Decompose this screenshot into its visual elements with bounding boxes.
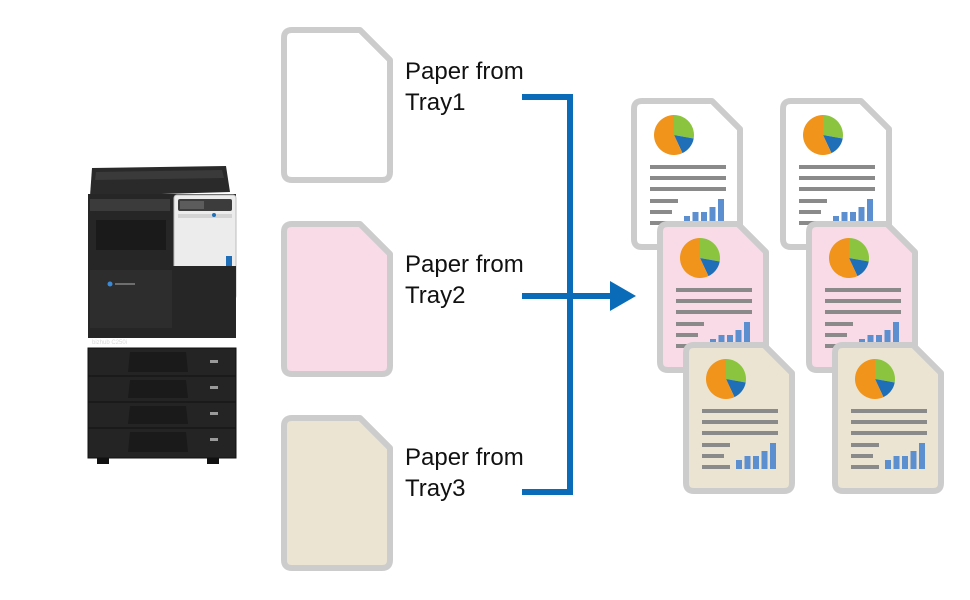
doc-text-line xyxy=(676,310,752,314)
doc-bar-icon xyxy=(761,451,768,469)
doc-text-line xyxy=(702,454,724,458)
output-doc-left-tray1 xyxy=(631,98,743,250)
doc-text-line xyxy=(799,187,875,191)
doc-text-line xyxy=(825,310,901,314)
input-paper-tray3 xyxy=(281,415,393,571)
doc-text-line xyxy=(676,299,752,303)
tray-connector-arrow xyxy=(522,94,636,495)
doc-bar-icon xyxy=(718,335,725,348)
output-doc-left-tray2 xyxy=(657,221,769,373)
input-paper-tray2 xyxy=(281,221,393,377)
doc-bar-icon xyxy=(893,456,900,469)
tray3-label: Paper from Tray3 xyxy=(405,444,524,502)
doc-bar-icon xyxy=(770,443,776,469)
doc-bar-icon xyxy=(735,330,742,348)
doc-text-line xyxy=(799,210,821,214)
doc-bar-icon xyxy=(867,199,873,225)
doc-bar-icon xyxy=(858,207,865,225)
doc-bar-icon xyxy=(876,335,882,348)
doc-text-line xyxy=(825,333,847,337)
pie-chart-icon xyxy=(855,359,896,399)
input-paper-icons xyxy=(281,27,393,571)
doc-text-line xyxy=(799,176,875,180)
doc-text-line xyxy=(702,465,730,469)
output-documents xyxy=(631,98,944,494)
doc-text-line xyxy=(676,333,698,337)
doc-text-line xyxy=(650,187,726,191)
doc-text-line xyxy=(825,288,901,292)
doc-text-line xyxy=(650,165,726,169)
doc-bar-icon xyxy=(727,335,733,348)
output-doc-right-tray3 xyxy=(832,342,944,494)
doc-bar-icon xyxy=(744,322,750,348)
doc-text-line xyxy=(702,443,730,447)
doc-text-line xyxy=(676,288,752,292)
pie-chart-icon xyxy=(654,115,694,156)
doc-text-line xyxy=(851,409,927,413)
doc-text-line xyxy=(702,409,778,413)
doc-text-line xyxy=(825,299,901,303)
doc-text-line xyxy=(650,210,672,214)
doc-bar-icon xyxy=(885,460,891,469)
tray1-label: Paper from Tray1 xyxy=(405,58,524,116)
doc-text-line xyxy=(851,431,927,435)
doc-bar-icon xyxy=(902,456,908,469)
pie-chart-icon xyxy=(706,359,746,399)
device-model-label: bizhub C250i xyxy=(92,340,127,346)
multifunction-printer: bizhub C250i xyxy=(87,166,237,464)
output-arrow-head xyxy=(610,281,636,311)
doc-text-line xyxy=(851,454,873,458)
paper-drawers xyxy=(87,347,237,459)
input-paper-tray1 xyxy=(281,27,393,183)
doc-bar-icon xyxy=(919,443,925,469)
doc-bar-icon xyxy=(833,216,839,225)
doc-bar-icon xyxy=(841,212,848,225)
doc-text-line xyxy=(799,199,827,203)
doc-text-line xyxy=(851,465,879,469)
doc-text-line xyxy=(650,176,726,180)
doc-bar-icon xyxy=(893,322,899,348)
doc-text-line xyxy=(825,322,853,326)
doc-bar-icon xyxy=(736,460,742,469)
doc-text-line xyxy=(851,420,927,424)
doc-bar-icon xyxy=(701,212,707,225)
doc-bar-icon xyxy=(744,456,751,469)
doc-text-line xyxy=(702,420,778,424)
doc-bar-icon xyxy=(884,330,891,348)
pie-chart-icon xyxy=(680,238,720,279)
doc-bar-icon xyxy=(910,451,917,469)
tray2-label: Paper from Tray2 xyxy=(405,251,524,309)
doc-bar-icon xyxy=(684,216,690,225)
output-doc-right-tray2 xyxy=(806,221,918,373)
pie-chart-icon xyxy=(828,238,869,279)
doc-bar-icon xyxy=(709,207,716,225)
doc-bar-icon xyxy=(753,456,759,469)
doc-bar-icon xyxy=(692,212,699,225)
doc-bar-icon xyxy=(867,335,874,348)
output-doc-left-tray3 xyxy=(683,342,795,494)
doc-text-line xyxy=(799,165,875,169)
doc-bar-icon xyxy=(718,199,724,225)
doc-text-line xyxy=(702,431,778,435)
doc-text-line xyxy=(650,199,678,203)
doc-text-line xyxy=(851,443,879,447)
doc-text-line xyxy=(676,322,704,326)
doc-bar-icon xyxy=(850,212,856,225)
pie-chart-icon xyxy=(803,115,844,155)
